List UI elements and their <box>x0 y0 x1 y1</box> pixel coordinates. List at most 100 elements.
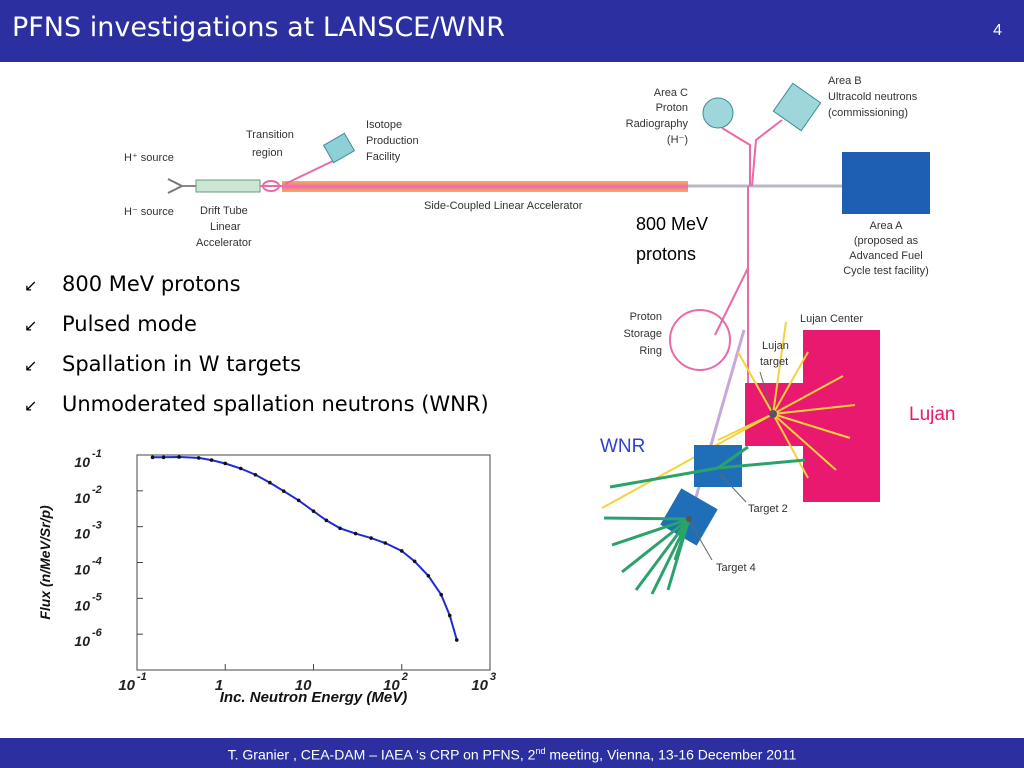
beam-energy-label: 800 MeV <box>636 214 708 234</box>
footer-text-main: T. Granier , CEA-DAM – IAEA ‘s CRP on PF… <box>227 746 536 763</box>
plot-frame <box>136 454 491 671</box>
proton-storage-ring <box>669 309 731 371</box>
y-tick-exponent: -6 <box>92 627 103 639</box>
lujan-flight-paths <box>601 321 856 509</box>
source-junction <box>167 178 183 194</box>
flux-curve <box>152 455 458 641</box>
x-tick-label: 10 <box>383 677 400 694</box>
bullet-item: ↙ Spallation in W targets <box>24 352 489 392</box>
y-tick-label: 10 <box>74 633 90 649</box>
flux-data-point <box>324 518 329 523</box>
bullet-text: Pulsed mode <box>62 312 197 336</box>
y-tick-exponent: -5 <box>92 591 103 603</box>
flux-data-point <box>426 573 431 578</box>
target-4-flight-paths <box>603 516 691 595</box>
flux-data-point <box>412 559 417 564</box>
transition-ring <box>262 180 280 192</box>
flux-data-point <box>296 498 301 503</box>
isotope-label: Facility <box>366 151 401 163</box>
bullet-text: Unmoderated spallation neutrons (WNR) <box>62 392 489 416</box>
psr-label: Storage <box>623 328 662 340</box>
area-a-label: (proposed as <box>854 235 919 247</box>
y-axis-label: Flux (n/MeV/Sr/p) <box>37 505 53 620</box>
area-a-building <box>842 152 930 214</box>
slide-title: PFNS investigations at LANSCE/WNR <box>12 12 505 43</box>
y-tick-label: 10 <box>74 490 90 506</box>
y-tick-label: 10 <box>74 562 90 578</box>
drift-tube-accelerator <box>195 179 261 193</box>
title-bar: PFNS investigations at LANSCE/WNR 4 <box>0 0 1024 62</box>
y-tick-exponent: -2 <box>92 484 102 496</box>
arrow-bullet-icon: ↙ <box>24 396 38 415</box>
x-tick-label: 10 <box>295 677 312 694</box>
arrow-bullet-icon: ↙ <box>24 356 38 375</box>
psr-feed-line <box>714 267 749 336</box>
area-b-label: Ultracold neutrons <box>828 91 918 103</box>
target-2-flight-paths <box>609 445 806 489</box>
x-axis-label: Inc. Neutron Energy (MeV) <box>220 689 408 706</box>
transition-label: Transition <box>246 129 294 141</box>
target-2-label: Target 2 <box>748 503 788 515</box>
wnr-beamline <box>688 329 746 519</box>
y-tick-exponent: -1 <box>92 448 102 460</box>
bullet-item: ↙ Unmoderated spallation neutrons (WNR) <box>24 392 489 432</box>
bullet-item: ↙ Pulsed mode <box>24 312 489 352</box>
flux-data-point <box>399 549 404 553</box>
flux-data-point <box>311 509 316 514</box>
x-tick-label: 10 <box>118 677 135 694</box>
lujan-target-leader <box>759 371 774 415</box>
flux-data-point <box>253 473 258 477</box>
area-b-label: (commissioning) <box>828 107 908 119</box>
flux-data-point <box>447 613 452 618</box>
area-c-chamber <box>702 97 734 129</box>
footer-bar: T. Granier , CEA-DAM – IAEA ‘s CRP on PF… <box>0 738 1024 768</box>
psr-label: Ring <box>639 345 662 357</box>
beam-energy-label: protons <box>636 244 696 264</box>
x-tick-exponent: 2 <box>401 671 408 683</box>
flux-data-point <box>353 531 358 536</box>
facility-diagram: H⁺ source H⁻ source Transition region Is… <box>124 75 956 595</box>
area-c-beamline <box>721 127 751 186</box>
arrow-bullet-icon: ↙ <box>24 316 38 335</box>
footer-text: T. Granier , CEA-DAM – IAEA ‘s CRP on PF… <box>0 746 1024 763</box>
area-a-label: Cycle test facility) <box>843 265 929 277</box>
flux-data-point <box>177 455 181 459</box>
y-tick-exponent: -4 <box>92 556 102 568</box>
flux-data-point <box>454 638 459 642</box>
flux-data-point <box>209 458 214 462</box>
area-c-label: Radiography <box>626 118 689 130</box>
footer-superscript: nd <box>535 746 546 756</box>
bullet-item: ↙800 MeV protons <box>24 272 489 312</box>
x-tick-exponent: -1 <box>137 671 147 683</box>
flux-data-point <box>369 536 373 540</box>
y-tick-label: 10 <box>74 597 90 613</box>
flux-data-point <box>268 480 272 485</box>
area-c-label: Proton <box>656 102 688 114</box>
y-tick-label: 10 <box>74 526 90 542</box>
lujan-center-label: Lujan Center <box>800 313 863 325</box>
flux-data-point <box>281 489 286 493</box>
side-coupled-linac <box>282 181 688 192</box>
y-tick-exponent: -3 <box>92 520 102 532</box>
bullet-text: Spallation in W targets <box>62 352 302 376</box>
drift-tube-label: Linear <box>210 221 241 233</box>
area-b-building <box>772 82 822 132</box>
area-b-beamline <box>751 119 783 187</box>
flux-data-point <box>338 526 342 531</box>
psr-label: Proton <box>630 311 662 323</box>
h-plus-source-label: H⁺ source <box>124 152 174 164</box>
lujan-target-label: Lujan <box>762 340 789 352</box>
isotope-beamline <box>284 159 336 185</box>
target-4-leader <box>689 521 713 561</box>
drift-tube-label: Accelerator <box>196 237 252 249</box>
bullet-list: ↙800 MeV protons ↙ Pulsed mode ↙ Spallatio… <box>24 272 489 432</box>
flux-data-point <box>196 456 201 460</box>
lujan-target-label: target <box>760 356 788 368</box>
h-minus-source-label: H⁻ source <box>124 206 174 218</box>
area-a-label: Area A <box>869 220 903 232</box>
area-c-label: Area C <box>654 87 688 99</box>
y-tick-label: 10 <box>74 454 90 470</box>
wnr-label: WNR <box>600 436 645 457</box>
flux-data-point <box>161 455 166 460</box>
target-2-leader <box>719 473 747 503</box>
